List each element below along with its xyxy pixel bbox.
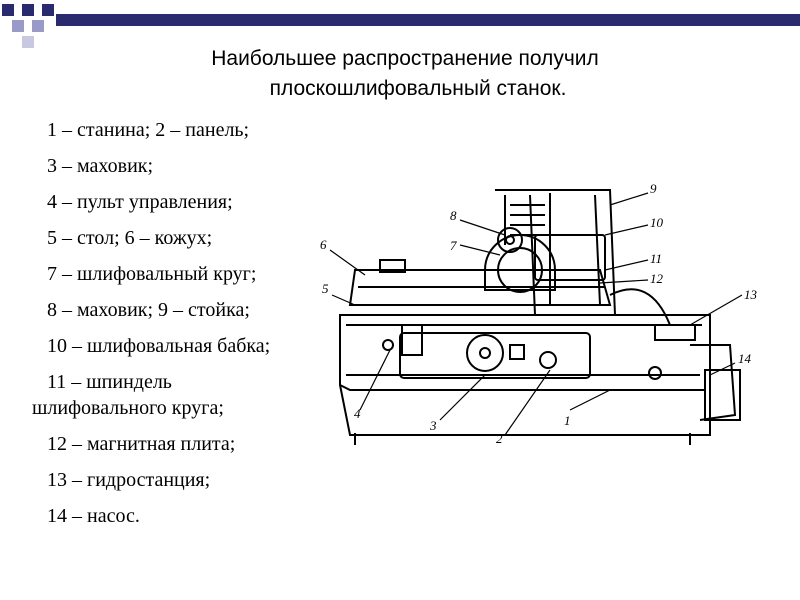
callout-14: 14 <box>738 351 752 366</box>
callout-3: 3 <box>429 418 437 433</box>
parts-legend: 1 – станина; 2 – панель; 3 – маховик; 4 … <box>32 112 352 534</box>
callout-9: 9 <box>650 181 657 196</box>
callout-4: 4 <box>354 406 361 421</box>
legend-item: 11 – шпиндель шлифовального круга; <box>32 371 224 419</box>
legend-item: 3 – маховик; <box>47 155 154 177</box>
callout-11: 11 <box>650 251 662 266</box>
legend-item: 1 – станина; 2 – панель; <box>47 119 250 141</box>
callout-8: 8 <box>450 208 457 223</box>
title-line-1: Наибольшее распространение получил <box>211 47 599 70</box>
title-line-2: плоскошлифовальный станок. <box>269 77 567 100</box>
slide-title: Наибольшее распространение получил плоск… <box>140 44 670 104</box>
callout-12: 12 <box>650 271 664 286</box>
callout-5: 5 <box>322 281 329 296</box>
callout-10: 10 <box>650 215 664 230</box>
callout-13: 13 <box>744 287 758 302</box>
corner-decoration <box>2 4 54 48</box>
legend-item: 12 – магнитная плита; <box>47 433 236 455</box>
legend-item: 4 – пульт управления; <box>47 191 233 213</box>
legend-item: 5 – стол; 6 – кожух; <box>47 227 213 249</box>
callout-2: 2 <box>496 431 503 446</box>
legend-item: 14 – насос. <box>47 505 140 527</box>
callout-7: 7 <box>450 238 457 253</box>
header-bar <box>56 14 800 26</box>
callout-labels: 1 2 3 4 5 6 7 8 9 10 11 12 13 14 <box>320 181 758 446</box>
callout-1: 1 <box>564 413 571 428</box>
legend-item: 13 – гидростанция; <box>47 469 211 491</box>
legend-item: 10 – шлифовальная бабка; <box>47 335 271 357</box>
grinding-machine-drawing: 1 2 3 4 5 6 7 8 9 10 11 12 13 14 <box>320 181 758 446</box>
legend-item: 8 – маховик; 9 – стойка; <box>47 299 250 321</box>
callout-6: 6 <box>320 237 327 252</box>
legend-item: 7 – шлифовальный круг; <box>47 263 257 285</box>
